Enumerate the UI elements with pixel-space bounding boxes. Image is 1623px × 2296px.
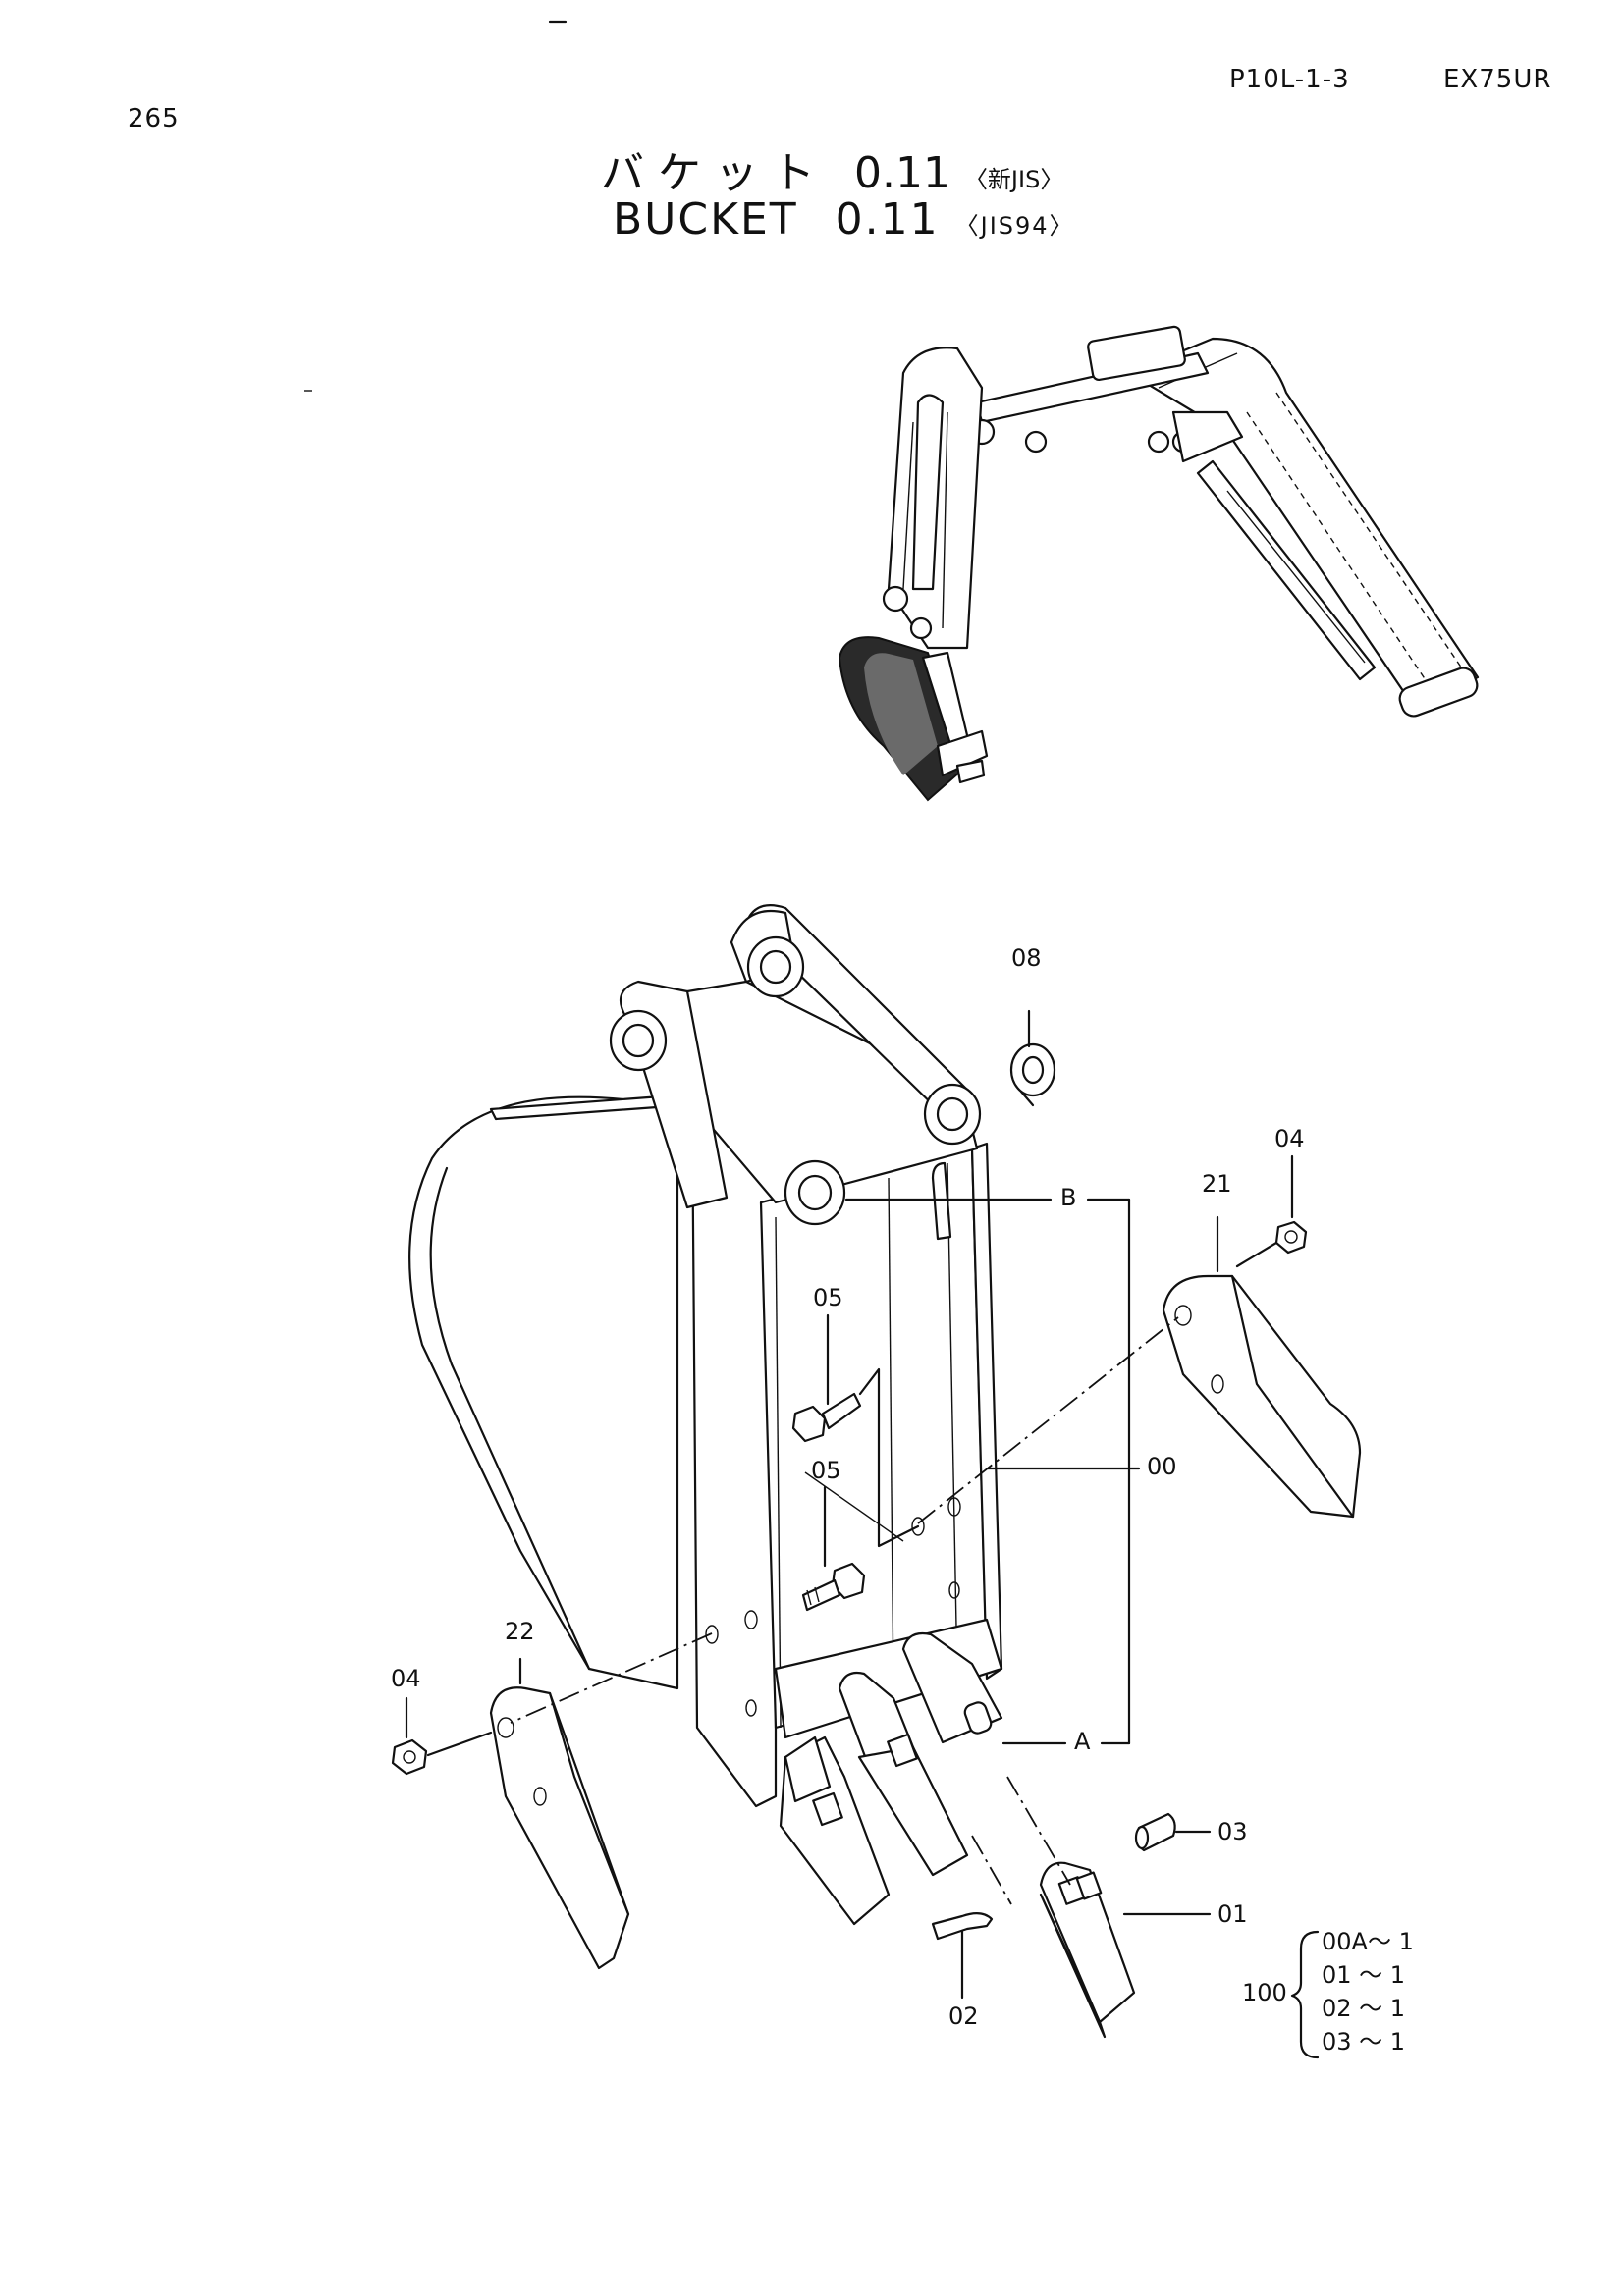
leader-lines [510,1198,1179,1905]
kit-number: 100 [1242,1979,1287,2006]
title-english-text: BUCKET [613,194,798,244]
callout-04-right: 04 [1274,1125,1305,1152]
side-cutter-21 [1162,1215,1362,1519]
page-number: 265 [128,104,180,133]
callout-05-upper: 05 [813,1284,843,1311]
title-japanese-standard: 〈新JIS〉 [963,166,1064,193]
side-cutter-22 [489,1657,630,1970]
callout-A: A [1074,1728,1091,1755]
bucket-body [408,904,1003,1808]
bucket-shell [408,1095,689,1690]
bushing-08 [1009,1009,1056,1107]
tooth-middle [857,1745,969,1877]
kit-item-02: 02 ～ 1 [1322,1995,1406,2022]
title-japanese-size: 0.11 [853,148,950,198]
callout-01: 01 [1217,1900,1248,1928]
callout-04-left: 04 [391,1665,421,1692]
callout-B: B [1060,1184,1077,1211]
title-japanese: バ ケ ッ ト 0.11 〈新JIS〉 [601,137,1063,200]
title-english-standard: 〈JIS94〉 [954,212,1075,240]
teeth-assembly [779,1631,1003,1926]
nut-04-right [1235,1154,1308,1268]
bolt-05-lower [801,1485,866,1612]
boom-foot [1398,667,1479,718]
part-reference: P10L-1-3 [1229,65,1350,94]
model-name: EX75UR [1443,65,1552,94]
callout-03: 03 [1217,1818,1248,1845]
boom-cylinder [1196,459,1377,681]
title-english: BUCKET 0.11 〈JIS94〉 [613,194,1075,244]
callout-22: 22 [505,1618,535,1645]
kit-item-03: 03 ～ 1 [1322,2028,1406,2056]
callout-00: 00 [1147,1453,1177,1480]
callout-21: 21 [1202,1170,1232,1198]
title-english-size: 0.11 [835,194,940,244]
nut-04-left [391,1696,493,1776]
callout-05-lower: 05 [811,1457,841,1484]
title-japanese-text: バ ケ ッ ト [601,148,815,198]
tooth-01 [1039,1861,1212,2039]
excavator-arm-illustration [838,325,1480,802]
lock-02 [931,1912,994,2000]
kit-brace [1290,1930,1320,2059]
callout-08: 08 [1011,944,1042,972]
pin-03 [1134,1812,1212,1852]
bolt-05-upper [791,1313,862,1443]
arm-cylinder-head [1087,325,1186,382]
boom [1127,337,1480,709]
callout-02: 02 [948,2002,979,2030]
kit-item-00A: 00A～ 1 [1322,1928,1414,1955]
kit-item-01: 01 ～ 1 [1322,1961,1406,1989]
